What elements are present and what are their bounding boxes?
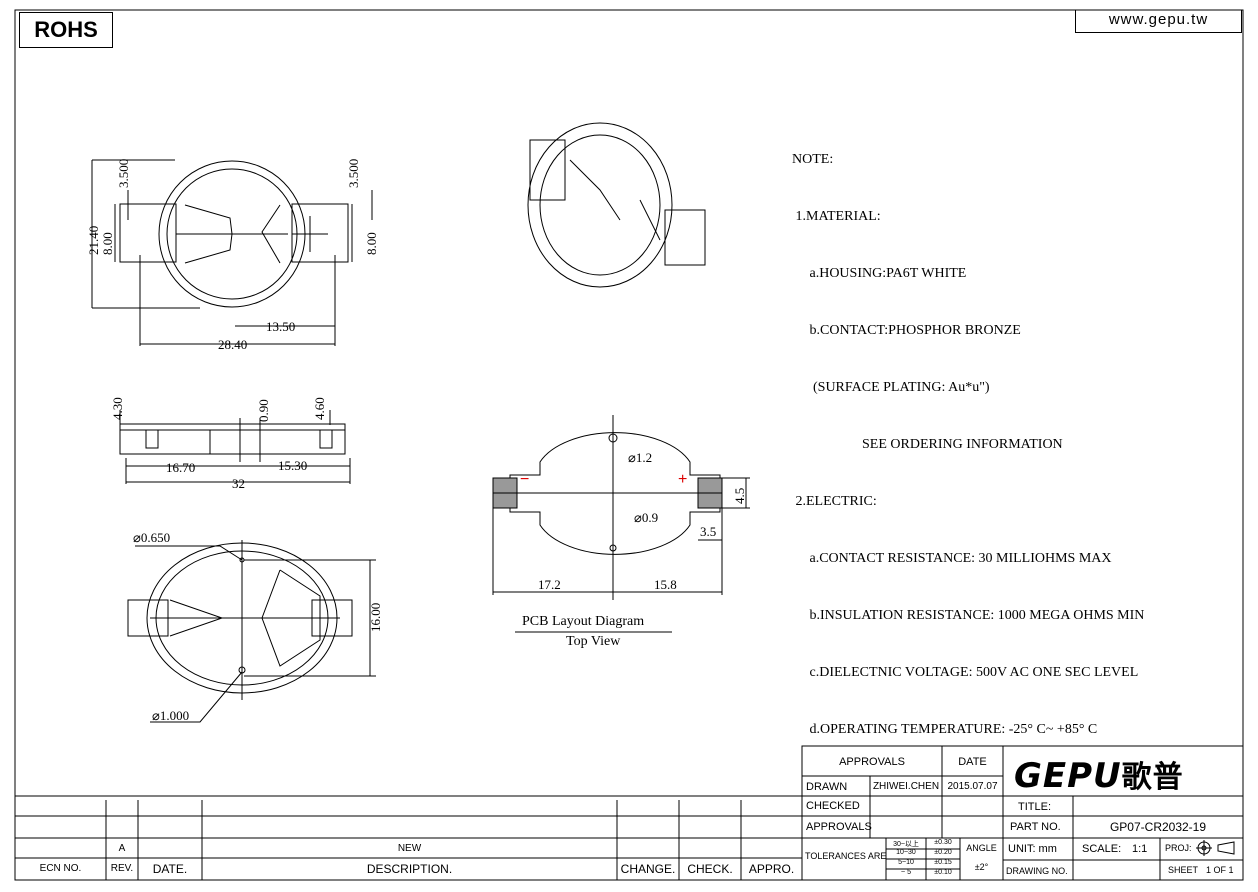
tb-checked-label: CHECKED [806,800,860,812]
note-line: c.DIELECTNIC VOLTAGE: 500V AC ONE SEC LE… [792,665,1139,680]
pcb-layout [492,415,750,633]
logo-cn: 歌普 [1121,760,1184,795]
tb-sheet-label: SHEET [1168,865,1199,875]
logo-text: GEPU [1014,756,1122,796]
rohs-badge: ROHS [19,12,113,48]
dim-pcb-left-len: 17.2 [538,577,561,592]
dim-top-half-width: 13.50 [266,319,295,334]
dim-top-right-pitch: 3.500 [346,159,361,188]
dim-bottom-height: 16.00 [368,603,383,632]
dim-pcb-right-len: 15.8 [654,577,677,592]
tb-angle-value: ±2° [974,862,989,872]
bottom-view [127,540,376,723]
dim-side-right-length: 15.30 [278,458,307,473]
tb-title-label: TITLE: [1018,801,1052,813]
tb-tolerances-label: TOLERANCES ARE [805,851,887,861]
tb-tol-range: 10~30 [896,849,916,856]
tb-proj-label: PROJ: [1165,843,1192,853]
tb-drawn-date: 2015.07.07 [947,781,998,792]
dim-pcb-hole-bottom: ⌀0.9 [634,510,658,525]
projection-symbol-icon [1196,840,1235,856]
tb-part-no-label: PART NO. [1010,821,1061,833]
dim-top-right-width: 8.00 [364,232,379,255]
note-line: b.INSULATION RESISTANCE: 1000 MEGA OHMS … [792,608,1145,623]
dim-bottom-hole-top: ⌀0.650 [133,530,170,545]
dim-side-left-height: 4.30 [110,397,125,420]
dim-top-height: 21.40 [86,226,101,255]
gepu-logo: GEPU歌普 [1014,752,1184,796]
note-line: 2.ELECTRIC: [792,494,877,509]
rev-header-ecn: ECN NO. [39,863,82,874]
revision-table-grid [15,795,802,880]
dim-bottom-hole-bottom: ⌀1.000 [152,708,189,723]
rev-desc-value: NEW [397,843,422,854]
tb-tol-value: ±0.15 [934,859,952,866]
rev-header-check: CHECK. [687,862,733,876]
notes-block: NOTE: 1.MATERIAL: a.HOUSING:PA6T WHITE b… [792,112,1144,758]
note-line: a.CONTACT RESISTANCE: 30 MILLIOHMS MAX [792,551,1112,566]
pcb-minus-sign: − [520,471,529,488]
rev-header-change: CHANGE. [620,862,676,876]
title-block-grid [801,745,1244,881]
tb-unit: UNIT: mm [1008,843,1057,855]
dim-side-mid-height: 0.90 [256,399,271,422]
note-line: SEE ORDERING INFORMATION [792,437,1063,452]
tb-drawing-no-label: DRAWING NO. [1006,866,1068,876]
dim-pcb-pad-width: 3.5 [700,524,716,539]
tb-drawn-by: ZHIWEI.CHEN [872,781,940,792]
website-label: www.gepu.tw [1075,10,1242,33]
rev-header-description: DESCRIPTION. [366,862,453,876]
note-line: (SURFACE PLATING: Au*u") [792,380,990,395]
tb-date-header: DATE [958,756,987,768]
drawing-frame [14,9,1244,881]
dim-side-total-length: 32 [232,476,245,491]
note-line: a.HOUSING:PA6T WHITE [792,266,967,281]
dim-side-right-height: 4.60 [312,397,327,420]
side-view [119,410,351,484]
tb-tol-range: ~ 5 [901,869,911,876]
rev-header-appro: APPRO. [748,862,795,876]
tb-scale-label: SCALE: [1082,843,1122,855]
tb-drawn-label: DRAWN [806,781,848,793]
tb-sheet-value: 1 OF 1 [1206,865,1234,875]
rev-header-rev: REV. [110,863,134,874]
dim-top-left-width: 8.00 [100,232,115,255]
rev-header-date: DATE. [152,862,188,876]
iso-view [527,122,706,288]
top-view [91,159,373,346]
rev-value: A [118,843,126,854]
tb-approvals-header: APPROVALS [839,756,905,768]
note-line: b.CONTACT:PHOSPHOR BRONZE [792,323,1021,338]
tb-tol-value: ±0.30 [934,839,952,846]
pcb-plus-sign: + [678,471,687,488]
tb-tol-value: ±0.20 [934,849,952,856]
tb-part-no: GP07-CR2032-19 [1109,820,1207,834]
dim-top-left-pitch: 3.500 [116,159,131,188]
dim-pcb-pad-height: 4.5 [732,488,747,504]
tb-tol-range: 30~以上 [893,841,919,848]
tb-angle-label: ANGLE [966,843,997,853]
tb-tol-value: ±0.10 [934,869,952,876]
note-line: NOTE: [792,152,834,167]
note-line: 1.MATERIAL: [792,209,881,224]
dim-side-left-length: 16.70 [166,460,195,475]
pcb-caption-title: PCB Layout Diagram [522,614,645,629]
dim-pcb-hole-top: ⌀1.2 [628,450,652,465]
note-line: d.OPERATING TEMPERATURE: -25° C~ +85° C [792,722,1098,737]
tb-scale-value: 1:1 [1132,843,1148,855]
tb-approvals-label: APPROVALS [806,821,872,833]
pcb-caption-sub: Top View [566,634,621,649]
tb-tol-range: 5~10 [898,859,914,866]
dim-top-width: 28.40 [218,337,247,352]
